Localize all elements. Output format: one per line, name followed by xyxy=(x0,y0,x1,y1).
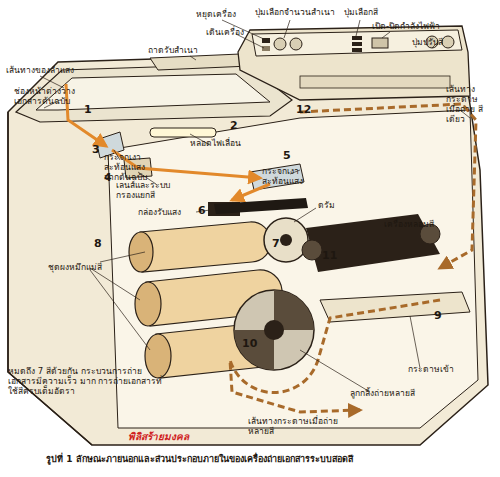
part-label: เปิด-ปิดกำลังไฟฟ้า xyxy=(372,21,440,31)
color-dial xyxy=(442,36,454,48)
part-label: เส้นทาง กระดาษ เมื่อถ่าย สีเดียว xyxy=(446,84,492,124)
panel-face xyxy=(252,30,462,56)
part-label: หลอดไฟเลื่อน xyxy=(190,138,241,148)
moving-lamp xyxy=(150,128,216,137)
multi-color-paper-path xyxy=(230,300,440,412)
machine-body xyxy=(8,56,488,445)
color-button xyxy=(352,48,362,52)
callout-number: 10 xyxy=(242,338,257,350)
part-label: เดินเครื่อง xyxy=(206,27,244,37)
callout-number: 2 xyxy=(230,120,238,132)
count-knob xyxy=(290,38,302,50)
start-button xyxy=(262,46,270,51)
fuser-belt xyxy=(306,214,440,272)
single-color-paper-path xyxy=(300,104,476,268)
copy-tray xyxy=(150,54,250,70)
figure-caption: รูปที่ 1 ลักษณะภายนอกและส่วนประกอบภายในข… xyxy=(46,452,353,466)
part-label: กล่องรับแสง xyxy=(138,207,181,217)
callout-number: 12 xyxy=(296,104,311,116)
watermark: พิลิสร้ายมงคล xyxy=(128,432,189,442)
roller-hub xyxy=(264,320,284,340)
fuser-roller xyxy=(302,240,322,260)
cutaway-interior xyxy=(108,110,478,428)
note-text: หมดถึง 7 สีด้วยกัน กระบวนการถ่ายเอกสารมี… xyxy=(8,366,168,396)
part-label: ปุ่มปรับสี xyxy=(412,37,443,47)
part-label: กระจกเงา สะท้อนแสง xyxy=(262,166,314,186)
part-label: ลูกกลิ้งถ่ายหลายสี xyxy=(350,388,415,398)
light-path xyxy=(232,184,270,200)
charger-plate xyxy=(214,198,308,214)
part-label: เลนส์และระบบกรองแยกสี xyxy=(116,180,188,200)
color-button xyxy=(352,36,362,40)
callout-number: 1 xyxy=(84,104,92,116)
leader-lines xyxy=(40,20,470,392)
callout-number: 7 xyxy=(272,238,280,250)
part-label: ปุ่มเลือกจำนวนสำเนา xyxy=(255,7,335,17)
callout-number: 5 xyxy=(283,150,291,162)
part-label: เส้นทางของลำแสง xyxy=(6,65,74,75)
transfer-roller xyxy=(234,290,314,370)
drum xyxy=(264,218,308,262)
drum-axle xyxy=(280,234,292,246)
part-label: ดรัม xyxy=(318,200,335,210)
part-label: เส้นทางกระดาษเมื่อถ่ายหลายสี xyxy=(248,416,348,436)
part-label: หยุดเครื่อง xyxy=(196,9,236,19)
control-panel xyxy=(238,26,470,100)
part-label: กระดาษเข้า xyxy=(408,364,454,374)
callout-number: 6 xyxy=(198,205,206,217)
color-button xyxy=(352,42,362,46)
part-label: ปุ่มเลือกสี xyxy=(344,7,378,17)
part-label: ช่องหน้าต่างวาง เอกสารต้นฉบับ xyxy=(14,86,84,106)
callout-number: 4 xyxy=(104,172,112,184)
count-knob xyxy=(274,38,286,50)
callout-number: 9 xyxy=(434,310,442,322)
panel-grille xyxy=(300,76,450,88)
part-label: ชุดผงหมึกแม่สี xyxy=(48,262,108,272)
callout-number: 11 xyxy=(322,250,337,262)
callout-number: 8 xyxy=(94,238,102,250)
part-label: เครื่องหลอมสี xyxy=(384,219,434,229)
callout-number: 3 xyxy=(92,144,100,156)
power-switch xyxy=(372,38,388,48)
part-label: ถาดรับสำเนา xyxy=(148,45,198,55)
